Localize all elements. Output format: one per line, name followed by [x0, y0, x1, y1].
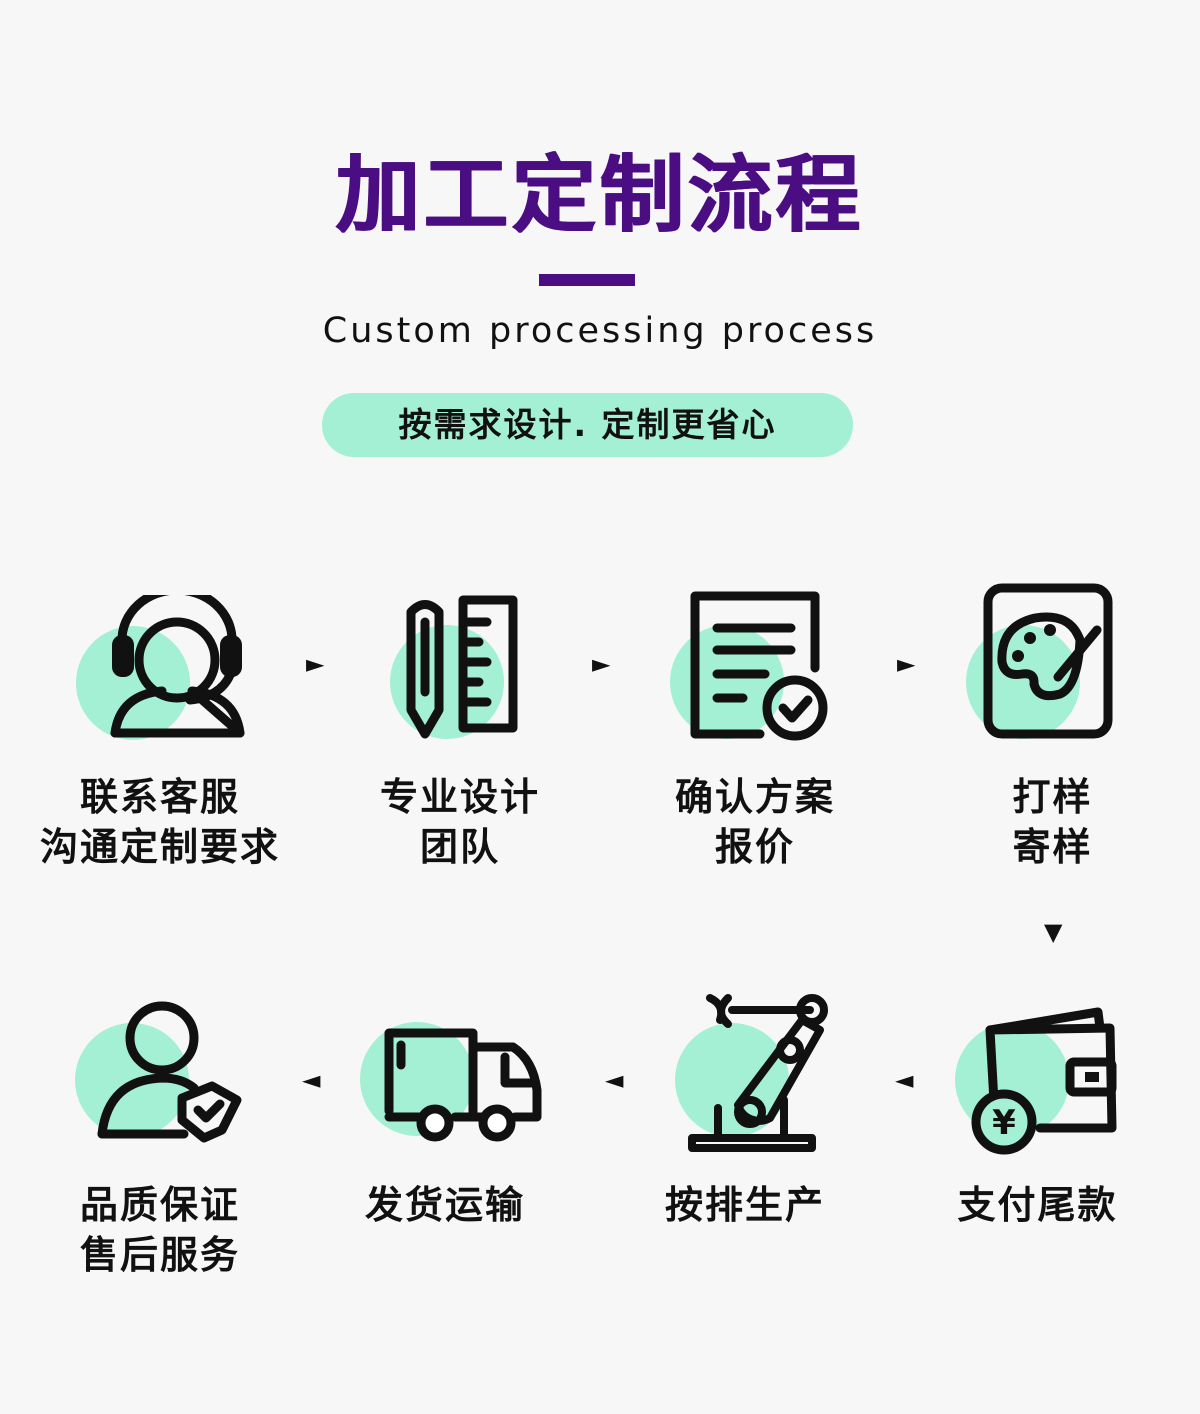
arrow-right-icon: ► — [306, 650, 325, 678]
customer-service-headset-icon — [76, 595, 245, 740]
step-7-label: 发货运输 — [364, 1183, 525, 1227]
step-1-label: 联系客服沟通定制要求 — [39, 775, 280, 869]
step-5-label: 支付尾款 — [957, 1183, 1118, 1227]
arrow-left-icon: ◄ — [895, 1066, 914, 1094]
palette-sample-icon — [966, 583, 1113, 739]
page-subtitle: Custom processing process — [322, 311, 878, 351]
step-8-label: 品质保证售后服务 — [79, 1183, 240, 1277]
arrow-down-icon: ▼ — [1044, 918, 1063, 946]
title-underline — [539, 274, 635, 286]
user-quality-shield-icon — [75, 1001, 242, 1143]
step-6-label: 按排生产 — [664, 1183, 825, 1227]
arrow-left-icon: ◄ — [302, 1066, 321, 1094]
svg-text:¥: ¥ — [992, 1103, 1016, 1143]
slogan-pill: 按需求设计. 定制更省心 — [322, 393, 853, 457]
step-4-label: 打样寄样 — [1012, 775, 1093, 869]
wallet-yen-icon: ¥ — [955, 1007, 1117, 1155]
delivery-truck-icon — [360, 1022, 542, 1142]
pencil-ruler-icon — [390, 595, 518, 739]
arrow-right-icon: ► — [592, 650, 611, 678]
page-title: 加工定制流程 — [335, 146, 864, 244]
robot-arm-icon — [675, 994, 828, 1152]
arrow-left-icon: ◄ — [605, 1066, 624, 1094]
step-3-label: 确认方案报价 — [674, 775, 835, 869]
step-2-label: 专业设计团队 — [379, 775, 540, 869]
document-check-icon — [670, 591, 828, 741]
arrow-right-icon: ► — [897, 650, 916, 678]
